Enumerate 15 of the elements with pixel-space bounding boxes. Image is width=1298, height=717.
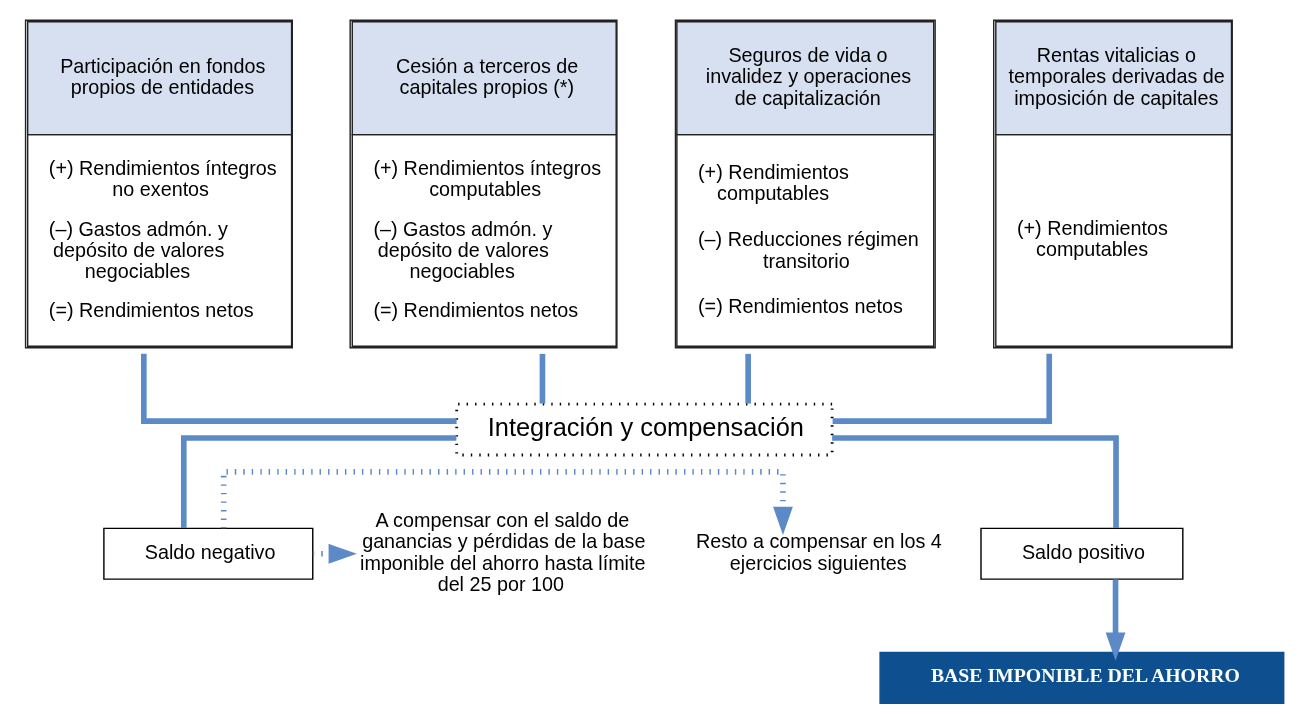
node-text: A compensar con el saldo de ganancias y pérdidas de la base imponible del ahorro hasta límite del 25 por 100 [360, 508, 646, 595]
node-text: Resto a compensar en los 4 ejercicios siguientes [695, 529, 942, 574]
connector [180, 434, 457, 528]
connector [832, 434, 1119, 528]
arrow [220, 468, 793, 535]
connector [141, 353, 457, 424]
arrow [1105, 579, 1126, 661]
arrow [312, 543, 357, 564]
node-box: Integración y compensación [455, 402, 834, 456]
node-box: BASE IMPONIBLE DEL AHORRO [879, 651, 1285, 704]
node-box: Saldo positivo [980, 527, 1184, 580]
node-box: Saldo negativo [103, 527, 314, 580]
connector [539, 353, 546, 404]
connector [745, 353, 751, 404]
connector [832, 353, 1053, 424]
